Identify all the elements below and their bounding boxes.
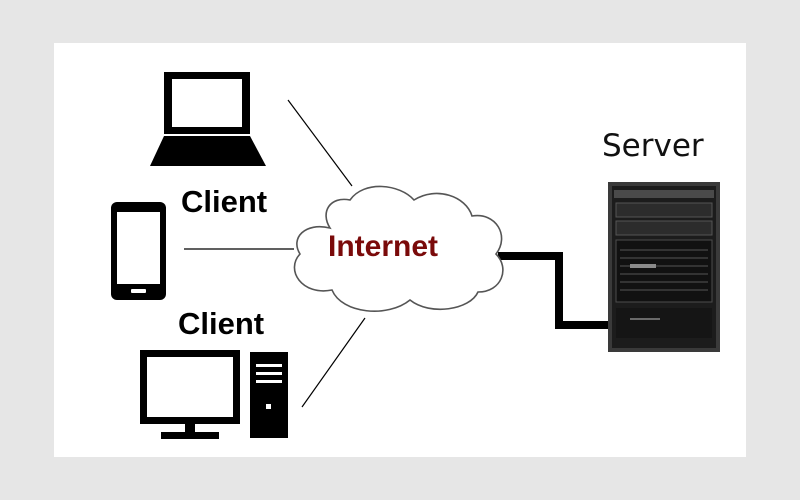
- client-label-bottom: Client: [178, 306, 265, 341]
- desktop-computer-icon: [140, 350, 288, 439]
- server-label: Server: [602, 128, 704, 164]
- server-tower-icon: [608, 182, 720, 352]
- laptop-connection-line: [287, 99, 353, 187]
- desktop-connection-line: [301, 317, 366, 408]
- cloud-icon: [293, 185, 504, 312]
- client-label-top: Client: [181, 184, 268, 219]
- internet-label: Internet: [328, 230, 439, 263]
- server-connection-cable: [498, 252, 612, 329]
- laptop-icon: [150, 72, 266, 166]
- smartphone-icon: [111, 202, 166, 300]
